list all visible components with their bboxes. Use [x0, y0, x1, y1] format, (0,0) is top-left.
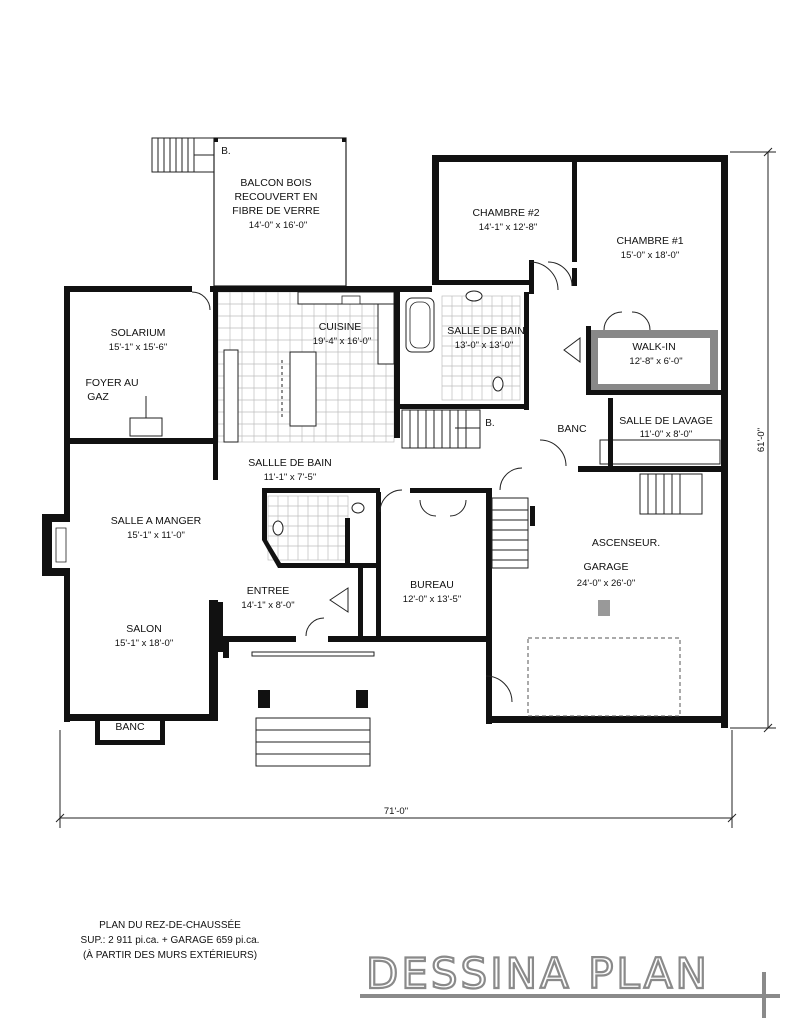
garage-label: GARAGE — [584, 561, 629, 573]
chambre2-size: 14'-1" x 12'-8" — [479, 222, 537, 233]
foyer-label-1: FOYER AU — [85, 377, 138, 389]
width-dimension: 71'-0" — [384, 806, 408, 817]
sdb-main-label: SALLE DE BAIN — [447, 325, 525, 337]
salle-manger-label: SALLE A MANGER — [111, 515, 202, 527]
solarium-label: SOLARIUM — [111, 327, 166, 339]
salle-manger-size: 15'-1" x 11'-0" — [127, 530, 185, 541]
interior-stair — [401, 409, 481, 449]
kitchen-tile-grid — [217, 291, 395, 443]
footer-area: SUP.: 2 911 pi.ca. + GARAGE 659 pi.ca. — [81, 935, 260, 946]
bureau-label: BUREAU — [410, 579, 454, 591]
banc-bottom-label: BANC — [115, 721, 145, 733]
garage-drain — [598, 600, 610, 616]
entree-label: ENTREE — [247, 585, 290, 597]
balcony-stair — [151, 137, 215, 173]
lavage-label: SALLE DE LAVAGE — [619, 415, 713, 427]
balcony-label-2: RECOUVERT EN — [234, 191, 317, 203]
entree-size: 14'-1" x 8'-0" — [241, 600, 294, 611]
garage-door-outline — [527, 637, 681, 717]
brand-logo: DESSINA PLAN — [366, 949, 710, 998]
footer-title: PLAN DU REZ-DE-CHAUSSÉE — [99, 918, 241, 931]
chambre1-size: 15'-0" x 18'-0" — [621, 250, 679, 261]
height-dimension: 61'-0" — [756, 428, 767, 452]
lavage-size: 11'-0" x 8'-0" — [640, 429, 692, 440]
logo-rule — [360, 972, 780, 1018]
dimension-lines — [55, 147, 776, 828]
sdb-main-size: 13'-0" x 13'-0" — [455, 340, 513, 351]
balcony-size: 14'-0" x 16'-0" — [249, 220, 307, 231]
walkin-size: 12'-8" x 6'-0" — [629, 356, 682, 367]
chambre1-label: CHAMBRE #1 — [616, 235, 683, 247]
banc-top-label: BANC — [557, 423, 587, 435]
cuisine-label: CUISINE — [319, 321, 362, 333]
gas-fireplace — [129, 417, 163, 437]
foyer-label-2: GAZ — [87, 391, 109, 403]
salon-size: 15'-1" x 18'-0" — [115, 638, 173, 649]
bureau-size: 12'-0" x 13'-5" — [403, 594, 461, 605]
solarium-size: 15'-1" x 15'-6" — [109, 342, 167, 353]
bathroom-main-tiles — [405, 290, 521, 401]
sdb-small-size: 11'-1" x 7'-5" — [264, 472, 316, 483]
cuisine-size: 19'-4" x 16'-0" — [313, 336, 371, 347]
garage-stair — [491, 497, 529, 569]
garage-size: 24'-0" x 26'-0" — [577, 578, 635, 589]
salon-label: SALON — [126, 623, 162, 635]
garage-stair-2 — [639, 473, 703, 515]
doors — [191, 261, 651, 703]
walls — [42, 155, 728, 745]
balcony-label-3: FIBRE DE VERRE — [232, 205, 320, 217]
stair-b-interior: B. — [485, 418, 494, 429]
stair-b-balcony: B. — [221, 146, 230, 157]
footer-note: (À PARTIR DES MURS EXTÉRIEURS) — [83, 948, 257, 961]
chambre2-label: CHAMBRE #2 — [472, 207, 539, 219]
walkin-label: WALK-IN — [632, 341, 675, 353]
sdb-small-label: SALLLE DE BAIN — [248, 457, 331, 469]
ascenseur-label: ASCENSEUR. — [592, 537, 660, 549]
balcony-label-1: BALCON BOIS — [240, 177, 311, 189]
front-porch-steps — [255, 717, 371, 767]
